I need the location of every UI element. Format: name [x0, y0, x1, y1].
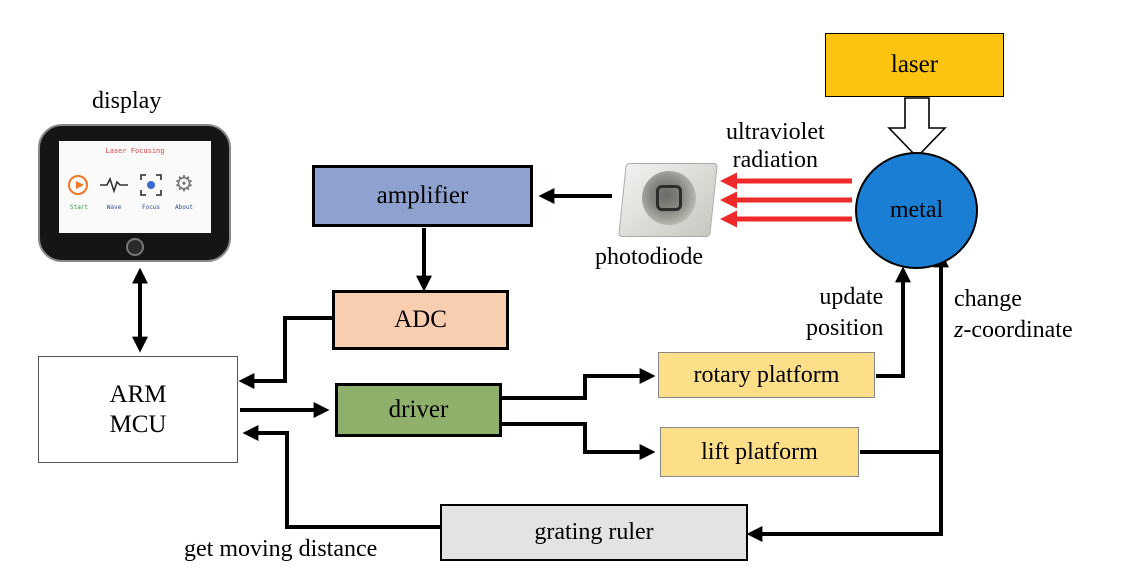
- change-label-line2: z-coordinate: [954, 315, 1073, 346]
- update-position-label: update position: [806, 282, 883, 344]
- photodiode-lens: [642, 171, 696, 225]
- update-label-line2: position: [806, 315, 884, 342]
- laser-block: laser: [825, 33, 1004, 97]
- z-italic: z: [954, 317, 964, 344]
- photodiode-component: [614, 163, 718, 241]
- adc-label: ADC: [394, 306, 447, 333]
- rotary-platform-label: rotary platform: [693, 361, 840, 388]
- arrow-driver-rotary: [502, 368, 656, 400]
- uv-label-line2: radiation: [732, 146, 818, 173]
- driver-block: driver: [335, 383, 502, 437]
- adc-block: ADC: [332, 290, 509, 350]
- rotary-platform-block: rotary platform: [658, 352, 875, 398]
- home-button[interactable]: [126, 238, 144, 256]
- screen-title: Laser Focusing: [105, 147, 165, 155]
- lift-platform-label: lift platform: [701, 438, 818, 465]
- laser-beam-arrow: [887, 97, 947, 159]
- arrow-driver-lift: [502, 422, 656, 460]
- amplifier-label: amplifier: [376, 182, 469, 209]
- uv-label: ultraviolet radiation: [726, 119, 825, 174]
- display-label: display: [92, 88, 162, 114]
- grating-ruler-label: grating ruler: [534, 519, 654, 546]
- wave-icon[interactable]: [100, 176, 128, 194]
- metal-label: metal: [889, 197, 944, 224]
- arrow-grating-mcu: [242, 425, 440, 529]
- about-gear-icon[interactable]: ⚙: [174, 172, 194, 197]
- laser-label: laser: [890, 51, 939, 78]
- wave-caption: Wave: [106, 204, 122, 211]
- get-moving-distance-label: get moving distance: [184, 536, 378, 562]
- arrow-rotary-metal: [876, 266, 911, 378]
- start-caption: Start: [69, 204, 89, 211]
- display-device: Laser Focusing ⚙ Start Wave Focus About: [38, 124, 231, 262]
- arrow-adc-mcu: [238, 316, 332, 389]
- photodiode-label: photodiode: [595, 244, 703, 270]
- change-label-line1: change: [954, 286, 1022, 312]
- arm-mcu-block: ARM MCU: [38, 356, 238, 463]
- focus-caption: Focus: [141, 204, 161, 211]
- metal-block: metal: [855, 152, 978, 269]
- about-caption: About: [174, 204, 194, 211]
- amplifier-block: amplifier: [312, 165, 533, 227]
- driver-label: driver: [388, 396, 449, 423]
- change-z-label: change z-coordinate: [954, 284, 1073, 346]
- display-screen: Laser Focusing ⚙ Start Wave Focus About: [59, 141, 211, 233]
- mcu-label: MCU: [109, 410, 167, 438]
- coordinate-text: -coordinate: [963, 317, 1073, 344]
- arm-label: ARM: [109, 380, 167, 408]
- uv-radiation-arrows: [720, 172, 852, 228]
- uv-label-line1: ultraviolet: [726, 119, 825, 145]
- grating-ruler-block: grating ruler: [440, 504, 748, 561]
- photodiode-chip: [656, 185, 682, 211]
- arrow-lift-grating: [746, 452, 943, 542]
- update-label-line1: update: [819, 284, 884, 310]
- start-icon[interactable]: [68, 175, 88, 195]
- lift-platform-block: lift platform: [660, 427, 859, 477]
- focus-icon[interactable]: [140, 174, 162, 196]
